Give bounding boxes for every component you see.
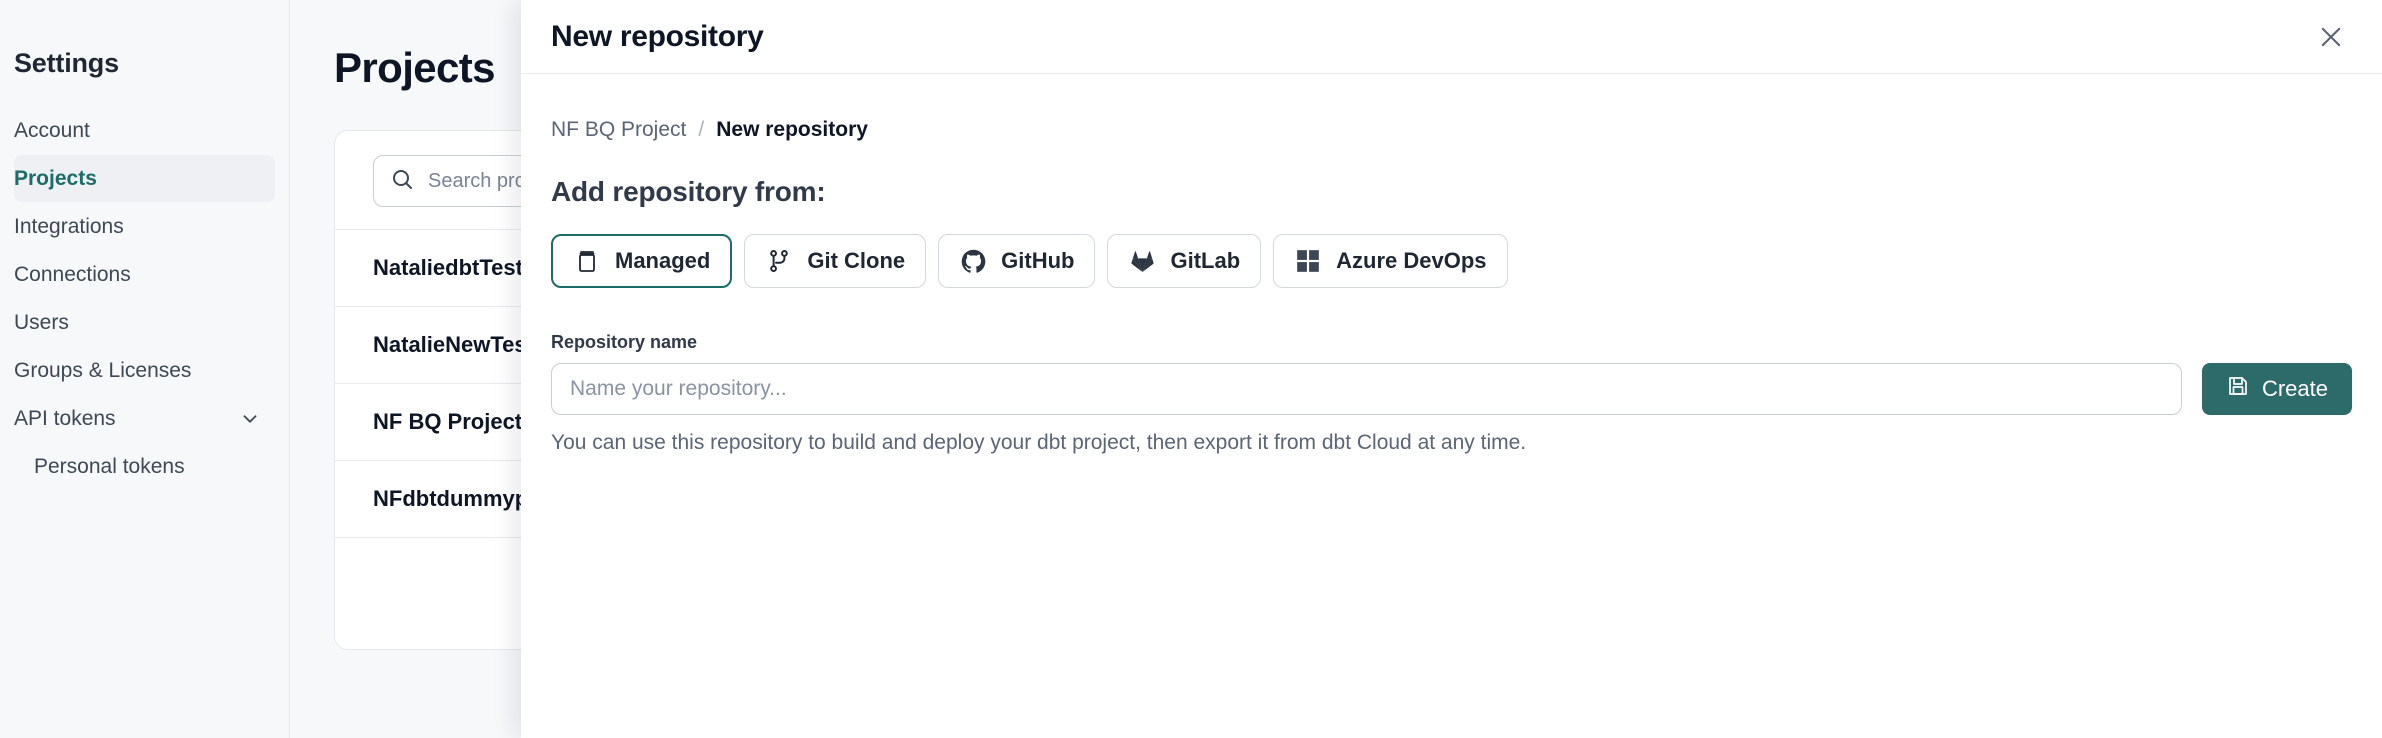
create-button[interactable]: Create	[2201, 363, 2352, 415]
sidebar-item-groups-licenses[interactable]: Groups & Licenses	[14, 347, 275, 394]
chevron-down-icon	[239, 408, 261, 430]
source-option-managed[interactable]: Managed	[551, 234, 733, 288]
source-option-label: Git Clone	[807, 248, 906, 273]
sidebar-item-users[interactable]: Users	[14, 299, 275, 346]
sidebar-item-api-tokens[interactable]: API tokens	[14, 395, 275, 442]
sidebar-nav-list: Account Projects Integrations Connection…	[0, 107, 289, 490]
sidebar-item-label: Personal tokens	[34, 454, 185, 478]
sidebar-item-account[interactable]: Account	[14, 107, 275, 154]
sidebar-item-personal-tokens[interactable]: Personal tokens	[14, 443, 275, 490]
github-icon	[959, 247, 987, 275]
page-title: Projects	[334, 44, 496, 91]
source-option-github[interactable]: GitHub	[938, 234, 1096, 288]
repository-helper-text: You can use this repository to build and…	[551, 431, 1527, 454]
gitlab-icon	[1128, 247, 1156, 275]
repository-name-row: Create	[551, 363, 2352, 415]
azure-devops-icon	[1294, 247, 1322, 275]
modal-title: New repository	[551, 19, 764, 53]
search-icon	[390, 167, 414, 196]
close-icon[interactable]	[2308, 14, 2354, 60]
add-repository-heading: Add repository from:	[551, 176, 826, 207]
save-icon	[2226, 374, 2250, 404]
source-option-gitlab[interactable]: GitLab	[1107, 234, 1262, 288]
modal-header: New repository	[521, 0, 2382, 74]
breadcrumb: NF BQ Project / New repository	[551, 118, 2352, 142]
source-option-label: GitHub	[1001, 248, 1075, 273]
source-option-git-clone[interactable]: Git Clone	[744, 234, 927, 288]
new-repository-modal: New repository NF BQ Project / New repos…	[521, 0, 2382, 738]
source-option-label: Azure DevOps	[1336, 248, 1487, 273]
breadcrumb-current: New repository	[716, 118, 868, 141]
sidebar-item-connections[interactable]: Connections	[14, 251, 275, 298]
sidebar-item-label: Account	[14, 118, 90, 142]
sidebar-item-integrations[interactable]: Integrations	[14, 203, 275, 250]
book-icon	[573, 247, 601, 275]
sidebar-item-projects[interactable]: Projects	[14, 155, 275, 202]
project-name: NF BQ Project	[373, 409, 523, 434]
sidebar-item-label: Groups & Licenses	[14, 358, 192, 382]
source-option-label: Managed	[615, 248, 711, 273]
create-button-label: Create	[2261, 376, 2328, 401]
repository-name-field: Repository name Create You can use this …	[551, 332, 2352, 455]
breadcrumb-parent-link[interactable]: NF BQ Project	[551, 118, 687, 141]
repository-name-label: Repository name	[551, 332, 698, 352]
sidebar-item-label: Projects	[14, 166, 97, 190]
source-option-label: GitLab	[1170, 248, 1241, 273]
source-option-azure-devops[interactable]: Azure DevOps	[1273, 234, 1508, 288]
sidebar-title: Settings	[14, 48, 119, 78]
project-name: NatalieNewTest	[373, 332, 534, 357]
git-branch-icon	[765, 247, 793, 275]
breadcrumb-separator: /	[698, 118, 705, 141]
sidebar-item-label: API tokens	[14, 406, 116, 430]
settings-sidebar: Settings Account Projects Integrations C…	[0, 0, 290, 738]
sidebar-item-label: Integrations	[14, 214, 124, 238]
modal-body: NF BQ Project / New repository Add repos…	[521, 74, 2382, 455]
repository-source-options: Managed Git Clone	[551, 234, 2352, 288]
sidebar-item-label: Connections	[14, 262, 131, 286]
sidebar-item-label: Users	[14, 310, 69, 334]
repository-name-input[interactable]	[551, 363, 2182, 415]
